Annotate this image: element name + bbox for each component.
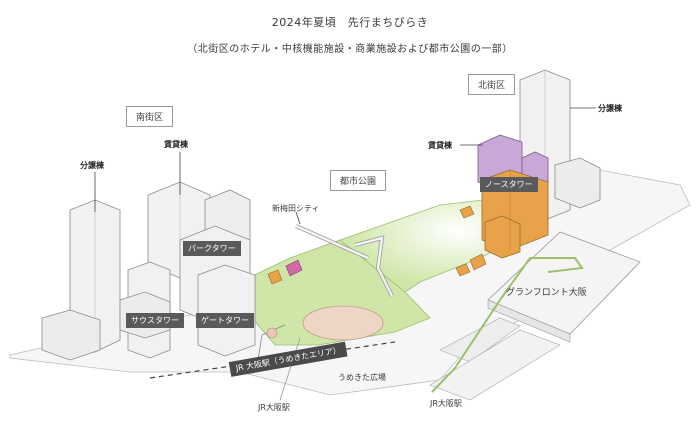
label-park-tower: パークタワー	[183, 241, 241, 256]
label-north-rental: 賃貸棟	[428, 141, 452, 150]
district-label-south: 南街区	[126, 106, 174, 127]
label-north-condo: 分譲棟	[598, 104, 622, 113]
label-south-tower: サウスタワー	[126, 313, 184, 328]
district-label-north: 北街区	[468, 74, 516, 95]
label-grand-front: グランフロント大阪	[506, 288, 587, 298]
label-jr-osaka-south: JR大阪駅	[258, 403, 290, 412]
label-south-condo: 分譲棟	[80, 161, 104, 170]
label-umekita-plaza: うめきた広場	[338, 373, 386, 382]
label-jr-osaka-east: JR大阪駅	[430, 399, 462, 408]
label-gate-tower: ゲートタワー	[196, 313, 254, 328]
park-plaza	[302, 305, 384, 341]
district-label-park: 都市公園	[330, 170, 387, 191]
map-subtitle: （北街区のホテル・中核機能施設・商業施設および都市公園の一部）	[187, 44, 513, 55]
label-shin-umeda: 新梅田シティ	[272, 204, 320, 213]
gate-tower-block	[197, 264, 256, 357]
label-south-rental: 賃貸棟	[164, 140, 188, 149]
label-north-tower: ノースタワー	[480, 177, 538, 192]
east-station-canopy	[429, 329, 561, 401]
map-title: 2024年夏頃 先行まちびらき	[271, 16, 429, 29]
south-station-roundabout	[266, 327, 278, 339]
